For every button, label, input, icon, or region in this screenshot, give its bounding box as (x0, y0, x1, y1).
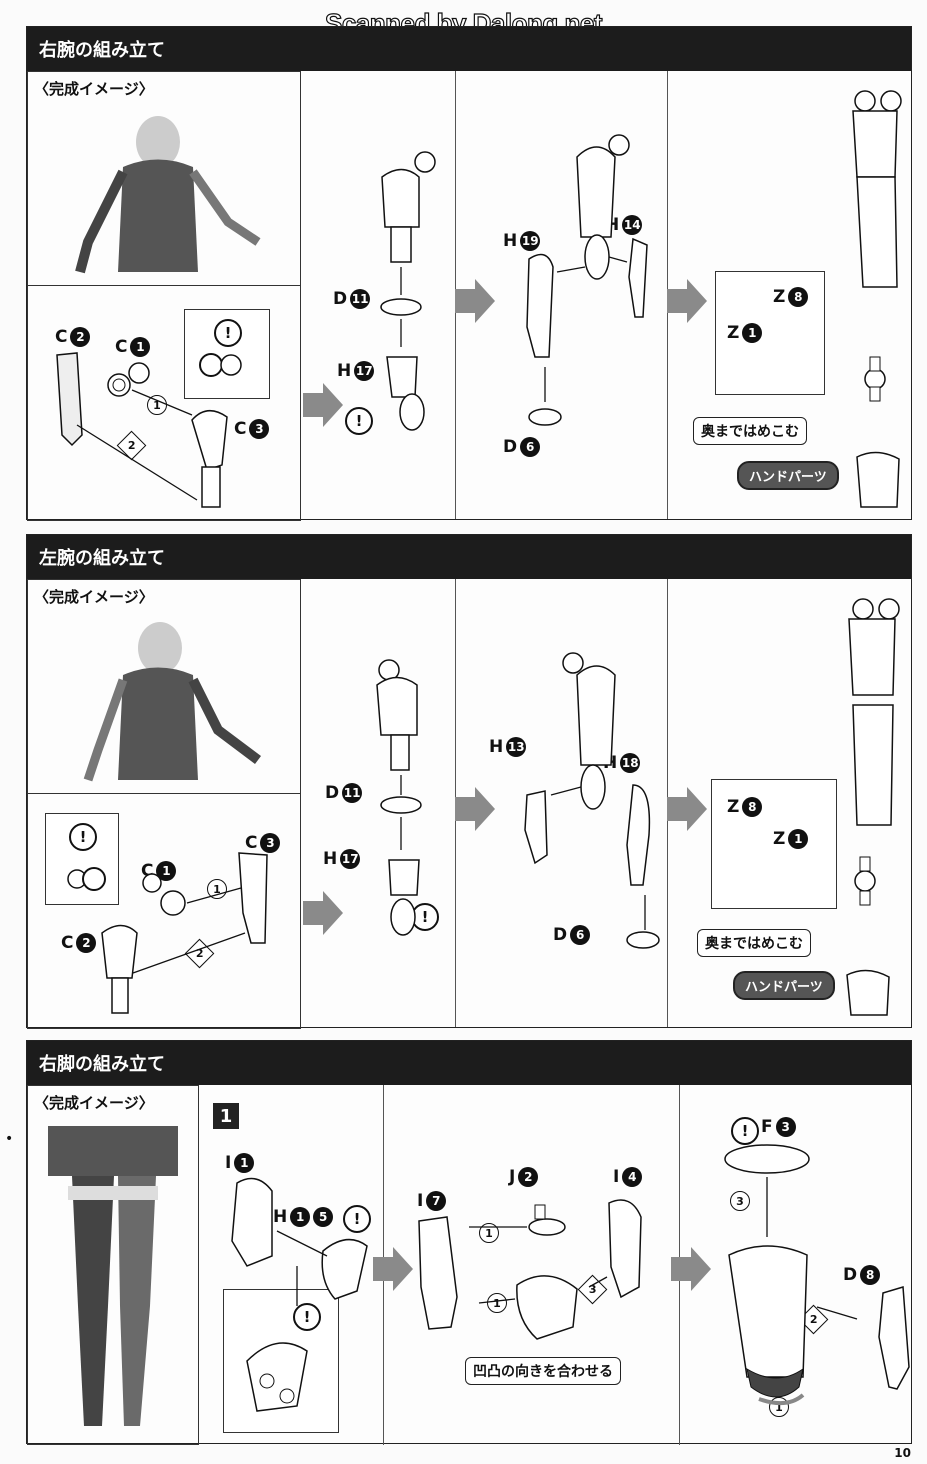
arm-part-drawings (67, 852, 268, 1014)
step-marker: 1 (207, 879, 227, 899)
completion-image-label: 〈完成イメージ〉 (34, 80, 154, 98)
step-1-panel (27, 793, 301, 1029)
leg-part-drawings-step1 (231, 1177, 368, 1412)
completed-arm-drawing (846, 598, 900, 1016)
completion-image-panel: 〈完成イメージ〉 (27, 1085, 199, 1445)
flow-arrow (303, 383, 343, 427)
flow-arrow (455, 279, 495, 323)
step-marker: 3 (730, 1191, 750, 1211)
caution-icon: ! (343, 1205, 371, 1233)
hand-joint-inset (715, 271, 825, 395)
section-header: 左腕の組み立て (27, 535, 911, 579)
figure-leg-image (48, 1126, 178, 1426)
caution-icon: ! (345, 407, 373, 435)
step-marker: 1 (487, 1293, 507, 1313)
leg-part-drawings-step2 (418, 1199, 642, 1340)
flow-arrow (303, 891, 343, 935)
hand-joint-inset (711, 779, 837, 909)
flow-arrow (373, 1247, 413, 1291)
page-number: 10 (894, 1446, 911, 1460)
hand-parts-badge: ハンドパーツ (737, 461, 839, 490)
insert-fully-note: 奥まではめこむ (693, 417, 807, 445)
section-header: 右脚の組み立て (27, 1041, 911, 1085)
scan-mark: • (5, 1131, 14, 1147)
completion-image-panel: 〈完成イメージ〉 (27, 579, 301, 794)
section-title: 左腕の組み立て (39, 548, 165, 569)
caution-icon: ! (214, 319, 242, 347)
completion-image-label: 〈完成イメージ〉 (34, 1094, 154, 1112)
forearm-assembly-drawing (526, 134, 648, 426)
caution-icon: ! (293, 1303, 321, 1331)
flow-arrow (667, 787, 707, 831)
figure-upper-body-image (75, 116, 261, 274)
section-title: 右腕の組み立て (39, 40, 165, 61)
hand-parts-badge: ハンドパーツ (733, 971, 835, 1000)
upper-arm-assembly-drawing (380, 151, 436, 431)
flow-arrow (455, 787, 495, 831)
flow-arrow (667, 279, 707, 323)
step-1-panel (27, 285, 301, 521)
forearm-assembly-drawing (524, 652, 660, 949)
completion-image-panel: 〈完成イメージ〉 (27, 71, 301, 286)
insert-fully-note: 奥まではめこむ (697, 929, 811, 957)
step-marker: 1 (479, 1223, 499, 1243)
caution-icon: ! (69, 823, 97, 851)
completion-image-label: 〈完成イメージ〉 (34, 588, 154, 606)
arm-part-drawings (56, 352, 242, 508)
figure-upper-body-image (83, 622, 261, 782)
flow-arrow (671, 1247, 711, 1291)
section-header: 右腕の組み立て (27, 27, 911, 71)
completed-arm-drawing (852, 90, 902, 508)
align-notch-note: 凹凸の向きを合わせる (465, 1357, 621, 1385)
upper-arm-assembly-drawing (376, 659, 422, 936)
step-number-box: 1 (213, 1103, 239, 1129)
section-title: 右脚の組み立て (39, 1054, 165, 1075)
caution-icon: ! (731, 1117, 759, 1145)
leg-assembly-drawing (724, 1144, 910, 1406)
